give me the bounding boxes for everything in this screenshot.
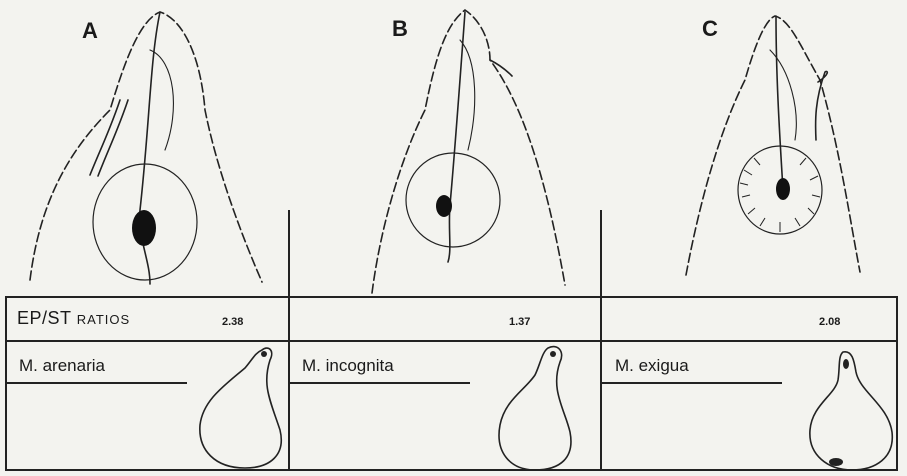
body-outline-b — [499, 347, 571, 470]
body-outline-c — [810, 352, 892, 470]
body-spot-b — [550, 351, 556, 357]
body-spot-a — [261, 351, 267, 357]
body-spot-c — [843, 359, 849, 369]
body-base-c — [829, 458, 843, 466]
body-outline-a — [200, 348, 281, 468]
